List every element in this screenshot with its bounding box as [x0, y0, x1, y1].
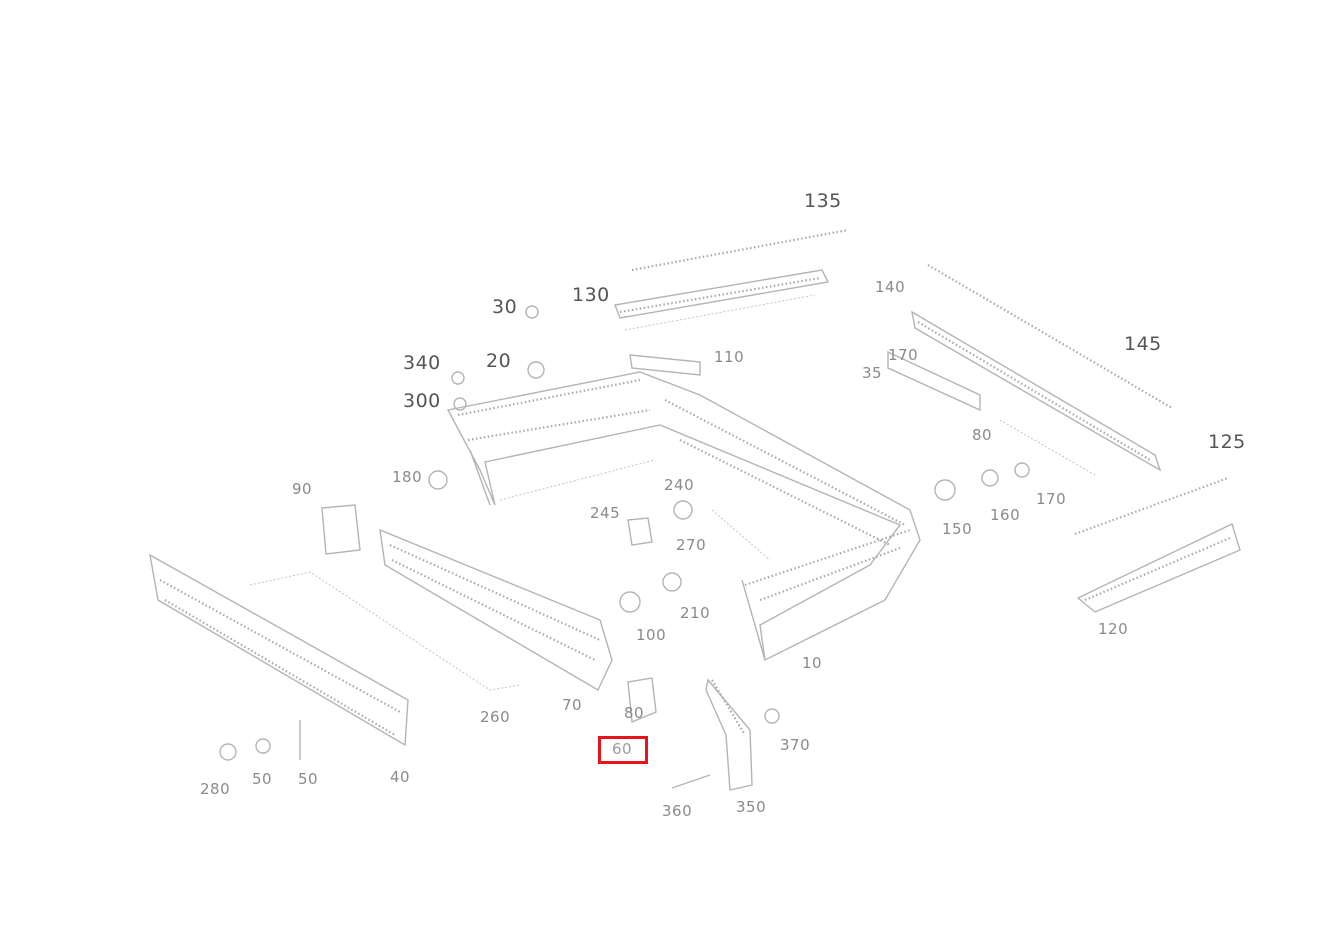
part-250-washer	[673, 500, 693, 520]
callout-135[interactable]: 135	[804, 190, 842, 212]
callout-210[interactable]: 210	[680, 604, 711, 622]
callout-360[interactable]: 360	[662, 802, 693, 820]
part-180-absorber	[379, 528, 613, 691]
part-370-clip	[764, 708, 780, 724]
callout-110[interactable]: 110	[714, 348, 745, 366]
part-50-nut	[255, 738, 271, 754]
callout-340[interactable]: 340	[403, 352, 441, 374]
part-300-screw	[453, 397, 467, 411]
callout-145[interactable]: 145	[1124, 333, 1162, 355]
callout-370[interactable]: 370	[780, 736, 811, 754]
part-130-trim	[614, 269, 830, 331]
callout-240[interactable]: 240	[664, 476, 695, 494]
part-170-bracket	[887, 350, 1096, 476]
callout-120[interactable]: 120	[1098, 620, 1129, 638]
callout-170b[interactable]: 170	[1036, 490, 1067, 508]
part-340-screw	[451, 371, 465, 385]
callout-80b[interactable]: 80	[624, 704, 645, 722]
callout-60[interactable]: 60	[612, 740, 633, 758]
part-270-stud	[711, 509, 771, 561]
callout-170a[interactable]: 170	[888, 346, 919, 364]
callout-150[interactable]: 150	[942, 520, 973, 538]
part-360-screw	[671, 774, 711, 789]
callout-40[interactable]: 40	[390, 768, 411, 786]
callout-245[interactable]: 245	[590, 504, 621, 522]
callout-300[interactable]: 300	[403, 390, 441, 412]
callout-100[interactable]: 100	[636, 626, 667, 644]
part-110-bracket	[629, 354, 701, 376]
callout-50b[interactable]: 50	[298, 770, 319, 788]
part-150-bolt	[934, 479, 956, 501]
callout-30[interactable]: 30	[492, 296, 518, 318]
part-280-screw	[219, 743, 237, 761]
part-135-strip	[631, 228, 849, 272]
highlight-box	[598, 736, 648, 764]
callout-130[interactable]: 130	[572, 284, 610, 306]
part-160-rod	[249, 571, 521, 691]
callout-50a[interactable]: 50	[252, 770, 273, 788]
part-10-bumper	[446, 371, 921, 662]
part-30-clip	[525, 305, 539, 319]
callout-20[interactable]: 20	[486, 350, 512, 372]
part-80-clip	[627, 677, 657, 724]
part-120-corner	[1076, 523, 1241, 613]
callout-70[interactable]: 70	[562, 696, 583, 714]
callout-35[interactable]: 35	[862, 364, 883, 382]
part-125-strip	[1074, 476, 1229, 536]
part-160-nut	[981, 469, 999, 487]
part-210-nut	[662, 572, 682, 592]
part-350-strip	[705, 678, 753, 791]
part-230-clip	[428, 470, 448, 490]
part-260-nut	[619, 591, 641, 613]
callout-280[interactable]: 280	[200, 780, 231, 798]
part-240-clip	[627, 517, 653, 546]
callout-270[interactable]: 270	[676, 536, 707, 554]
callout-140[interactable]: 140	[875, 278, 906, 296]
part-90-bracket	[321, 504, 361, 555]
callout-260[interactable]: 260	[480, 708, 511, 726]
part-145-strip	[927, 264, 1173, 409]
part-140-trim	[911, 310, 1162, 472]
part-20-nut	[527, 361, 545, 379]
part-170-clip	[1014, 462, 1030, 478]
callout-180[interactable]: 180	[392, 468, 423, 486]
callout-10[interactable]: 10	[802, 654, 823, 672]
callout-160[interactable]: 160	[990, 506, 1021, 524]
callout-125[interactable]: 125	[1208, 431, 1246, 453]
part-40-valance	[149, 553, 409, 747]
callout-350[interactable]: 350	[736, 798, 767, 816]
callout-90[interactable]: 90	[292, 480, 313, 498]
callout-80a[interactable]: 80	[972, 426, 993, 444]
